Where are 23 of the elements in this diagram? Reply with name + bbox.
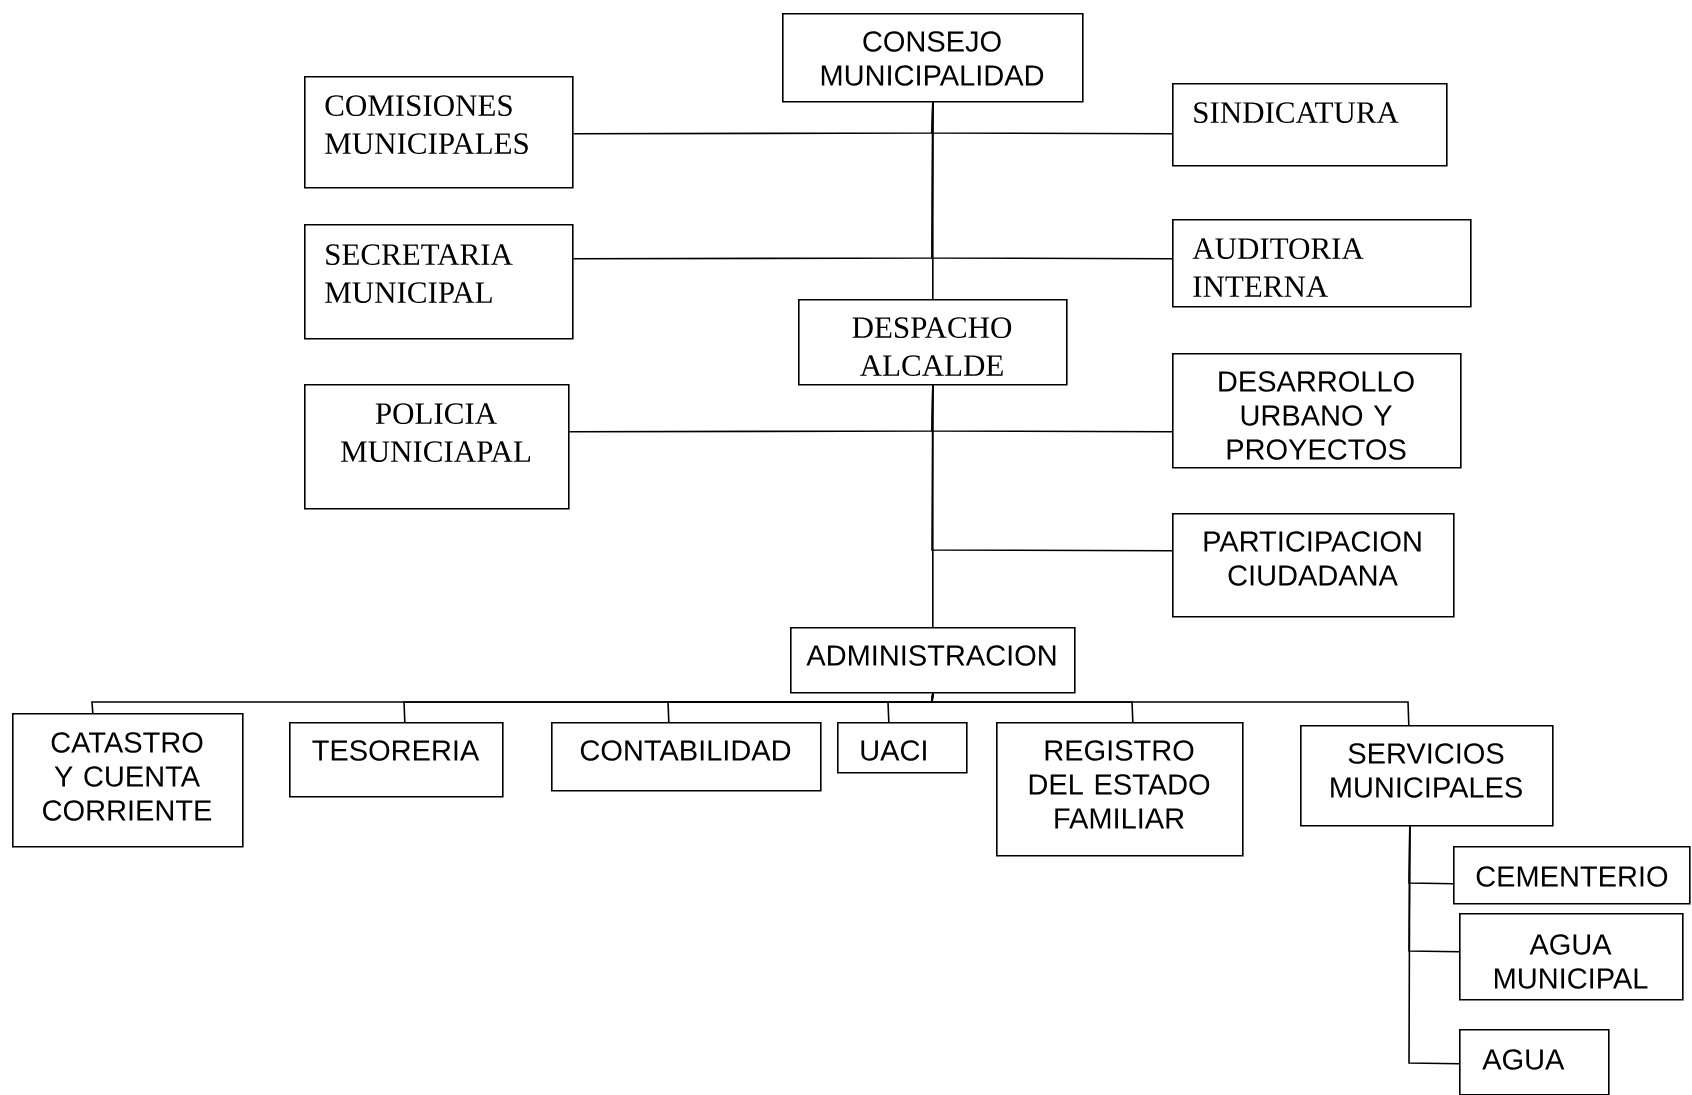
org-box: UACI [837,722,968,774]
org-box: PARTICIPACION CIUDADANA [1172,513,1455,618]
org-box: AGUA MUNICIPAL [1459,913,1684,1001]
org-box: POLICIA MUNICIAPAL [304,384,570,510]
org-box: DESPACHO ALCALDE [798,299,1068,386]
org-box: TESORERIA [289,722,504,798]
org-box: CONSEJO MUNICIPALIDAD [782,13,1084,103]
org-box: CATASTRO Y CUENTA CORRIENTE [12,713,244,848]
org-box: CEMENTERIO [1453,846,1691,905]
org-box: CONTABILIDAD [551,722,822,792]
connector-line [931,692,1410,726]
org-box: AGUA [1459,1029,1610,1095]
org-box: COMISIONES MUNICIPALES [304,76,574,189]
org-box: ADMINISTRACION [790,627,1076,694]
org-box: AUDITORIA INTERNA [1172,219,1472,308]
connector-line [932,101,934,300]
org-box: SINDICATURA [1172,83,1448,167]
org-box: DESARROLLO URBANO Y PROYECTOS [1172,353,1462,469]
connector-line [1408,825,1460,1065]
org-box: SERVICIOS MUNICIPALES [1300,725,1554,827]
org-box: REGISTRO DEL ESTADO FAMILIAR [996,722,1244,857]
connector-line [932,384,934,628]
org-box: SECRETARIA MUNICIPAL [304,224,574,340]
